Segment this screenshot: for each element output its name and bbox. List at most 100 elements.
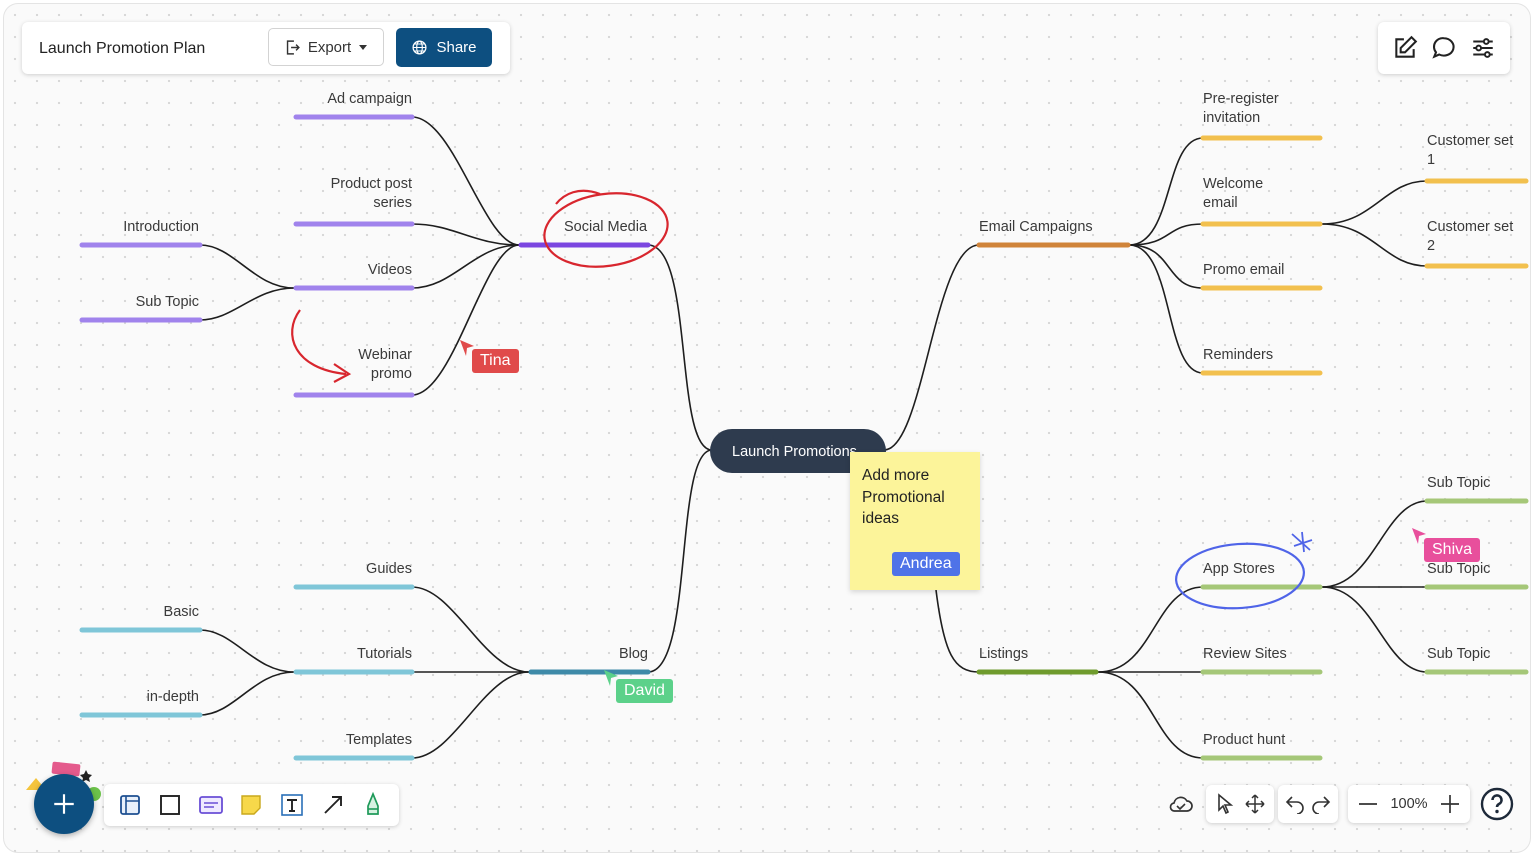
topic-label: in-depth [147, 689, 199, 705]
topic-label-line: Webinar [358, 347, 412, 363]
connector [411, 116, 520, 246]
mind-map: Launch Promotions Ad campaign Product po… [79, 91, 1529, 761]
topic-label-line: 1 [1427, 152, 1435, 168]
redo-icon[interactable] [1310, 794, 1332, 814]
topic-label-line: Pre-register [1203, 91, 1279, 107]
caret-down-icon [359, 45, 368, 50]
topic-label-line: Customer set [1427, 133, 1513, 149]
topic-label: Product hunt [1203, 732, 1285, 748]
topic-label: Promo email [1203, 262, 1284, 278]
topic-label: Introduction [123, 219, 199, 235]
shape-toolbar [104, 784, 399, 826]
connector [1097, 671, 1204, 759]
zoom-in-icon[interactable] [1439, 793, 1461, 815]
cloud-sync-icon[interactable] [1168, 792, 1194, 816]
topic-label: Review Sites [1203, 646, 1287, 662]
topic-label: Sub Topic [1427, 646, 1490, 662]
topic-label-line: 2 [1427, 238, 1435, 254]
edit-icon[interactable] [1392, 35, 1418, 61]
collaborator-tag-tina: Tina [472, 349, 519, 373]
document-title[interactable]: Launch Promotion Plan [39, 40, 206, 57]
canvas[interactable]: Launch Promotions Ad campaign Product po… [4, 4, 1530, 852]
cursor-pointer [1412, 528, 1426, 544]
sparkle-doodle [1291, 531, 1313, 553]
settings-sliders-icon[interactable] [1470, 35, 1496, 61]
navigation-mode-group [1206, 785, 1274, 823]
topic-label: Sub Topic [136, 294, 199, 310]
connector [411, 671, 530, 759]
collaborator-tag-andrea: Andrea [892, 552, 960, 576]
connector [1321, 586, 1428, 673]
topic-label: Ad campaign [327, 91, 412, 107]
branch-label-listings: Listings [979, 646, 1028, 662]
topic-label: Pre-register invitation [1203, 91, 1279, 126]
cursor-pointer [460, 340, 474, 356]
topic-label: Customer set 2 [1427, 219, 1513, 254]
sticky-note-icon[interactable] [239, 793, 263, 817]
pen-icon[interactable] [361, 792, 385, 818]
connector [1128, 244, 1204, 374]
topic-label-line: Welcome [1203, 176, 1263, 192]
topic-label-line: Product post [331, 176, 412, 192]
topic-label: Videos [368, 262, 412, 278]
pan-icon[interactable] [1244, 793, 1266, 815]
zoom-out-icon[interactable] [1357, 794, 1379, 814]
topic-label-line: invitation [1203, 110, 1260, 126]
topic-label: Tutorials [357, 646, 412, 662]
branch-label-blog: Blog [619, 646, 648, 662]
add-button[interactable] [34, 774, 94, 834]
connector [1321, 180, 1428, 225]
history-group [1278, 785, 1338, 823]
connector [647, 449, 713, 673]
connector [411, 244, 520, 289]
rectangle-icon[interactable] [158, 793, 182, 817]
undo-icon[interactable] [1284, 794, 1306, 814]
frame-icon[interactable] [118, 793, 142, 817]
text-icon[interactable] [279, 792, 305, 818]
comment-icon[interactable] [1431, 35, 1457, 61]
share-button[interactable]: Share [396, 28, 492, 67]
freehand-circle-annotation[interactable] [540, 186, 673, 275]
freehand-circle-annotation[interactable] [1174, 540, 1306, 613]
export-button-label: Export [307, 38, 352, 56]
connector [1321, 500, 1428, 588]
topic-label: Reminders [1203, 347, 1273, 363]
central-topic-label: Launch Promotions [732, 444, 857, 460]
freehand-arrow-annotation[interactable] [291, 309, 347, 376]
select-icon[interactable] [1215, 793, 1235, 815]
topic-label-line: email [1203, 195, 1238, 211]
globe-icon [412, 40, 427, 55]
branch-label-social-media: Social Media [564, 219, 648, 235]
top-right-toolbar [1378, 22, 1510, 74]
topic-label: Customer set 1 [1427, 133, 1513, 168]
title-bar: Launch Promotion Plan Export Share [22, 22, 510, 74]
export-icon [286, 39, 300, 55]
collaborator-tag-shiva: Shiva [1424, 538, 1481, 562]
freehand-arrowhead [333, 363, 352, 383]
connector [1321, 223, 1428, 267]
plus-icon [54, 794, 74, 814]
help-icon[interactable] [1480, 787, 1514, 821]
topic-label: Sub Topic [1427, 561, 1490, 577]
topic-label-line: Customer set [1427, 219, 1513, 235]
cursor-pointer [604, 670, 618, 686]
collaborator-tag-david: David [616, 679, 673, 703]
freehand-stroke[interactable] [555, 189, 601, 205]
connector [647, 244, 713, 451]
topic-label: Guides [366, 561, 412, 577]
connector [1097, 586, 1204, 673]
export-button[interactable]: Export [268, 28, 384, 66]
branch-label-email: Email Campaigns [979, 219, 1093, 235]
central-topic-node[interactable] [710, 429, 886, 473]
connector [199, 671, 295, 716]
arrow-icon[interactable] [321, 793, 345, 817]
topic-label: Welcome email [1203, 176, 1263, 211]
connector [935, 589, 980, 673]
zoom-level[interactable]: 100% [1390, 796, 1428, 812]
card-icon[interactable] [198, 793, 224, 817]
connector [411, 223, 520, 246]
sticky-note-text: Add more Promotional ideas [862, 467, 945, 527]
bottom-right-controls: 100% [1164, 785, 1524, 825]
